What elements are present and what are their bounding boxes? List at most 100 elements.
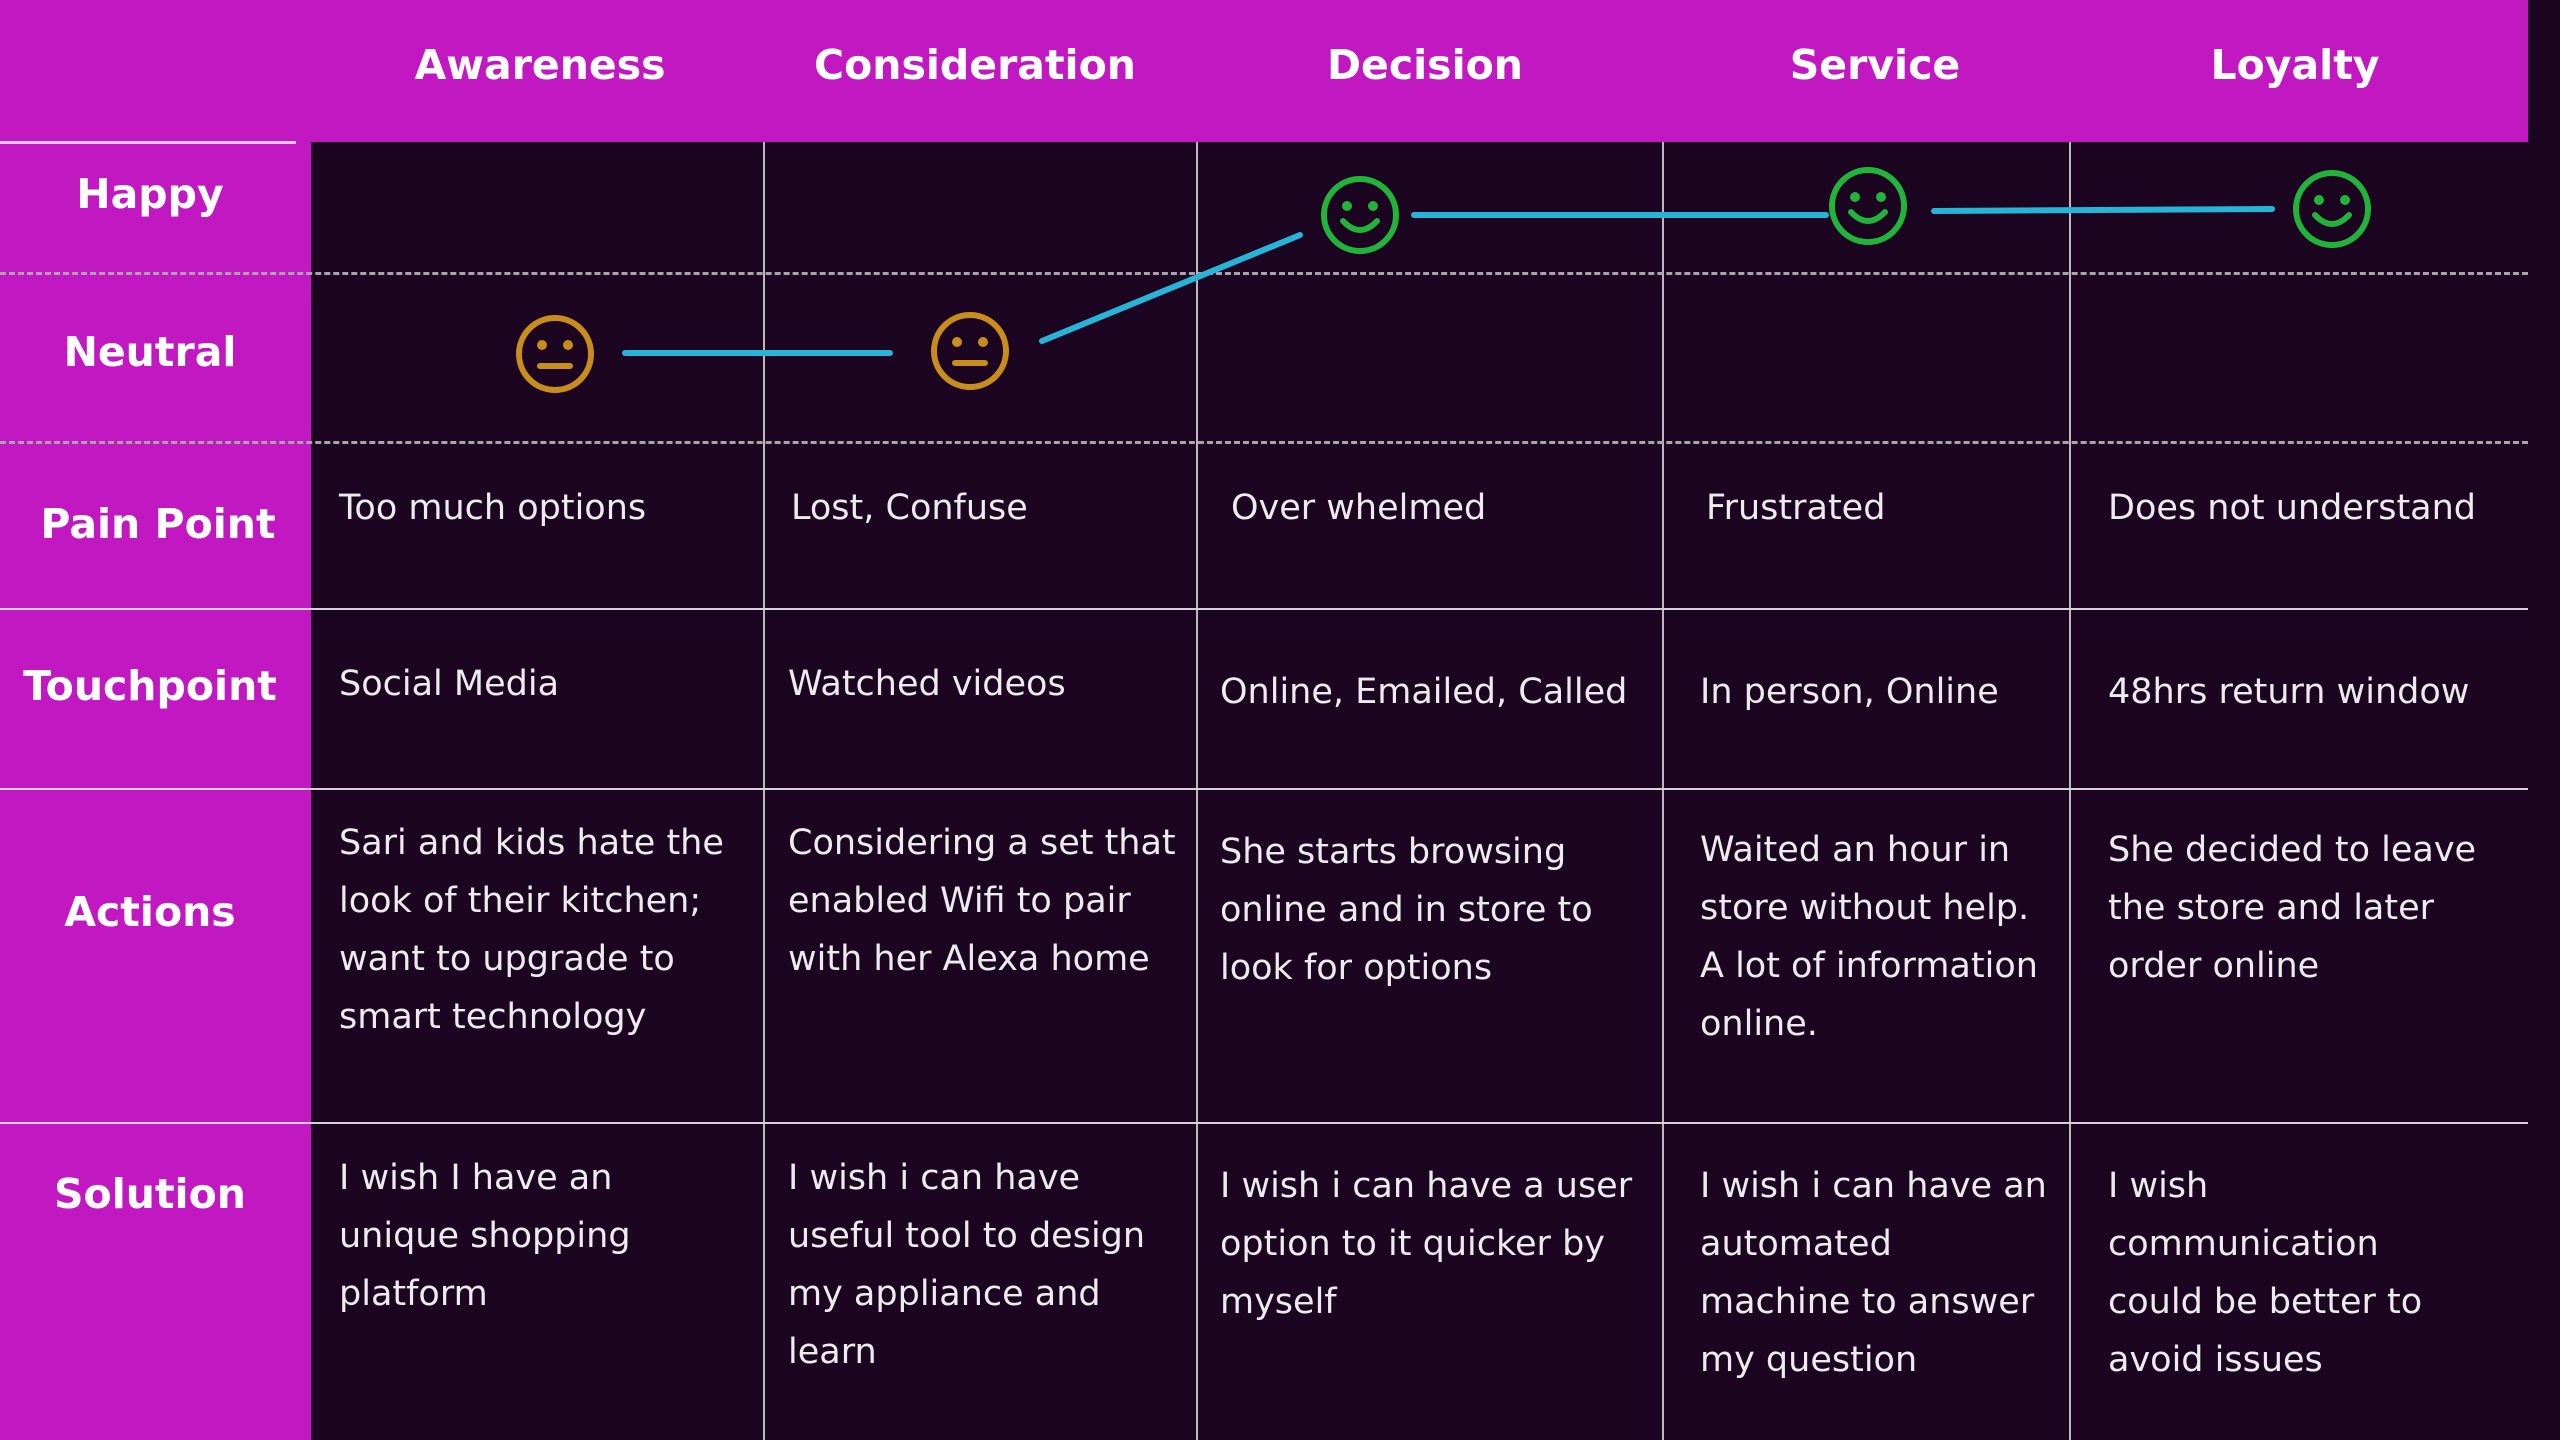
text-line: automated [1700, 1224, 1892, 1264]
stage-header-decision: Decision [1326, 41, 1523, 89]
text-line: Considering a set that [788, 823, 1176, 863]
row-label-neutral: Neutral [63, 328, 237, 376]
text-line: my question [1700, 1340, 1918, 1380]
face-eye [2340, 195, 2350, 205]
action-decision: She starts browsing online and in store … [1220, 823, 1593, 997]
face-eye [978, 337, 988, 347]
text-line: I wish I have an [339, 1158, 613, 1198]
row-label-solution: Solution [54, 1170, 246, 1218]
text-line: order online [2108, 946, 2320, 986]
text-line: online. [1700, 1004, 1818, 1044]
text-line: store without help. [1700, 888, 2030, 928]
text-line: enabled Wifi to pair [788, 881, 1131, 921]
touchpoint-loyalty: 48hrs return window [2108, 672, 2470, 712]
touchpoint-consideration: Watched videos [788, 664, 1066, 704]
text-line: I wish [2108, 1166, 2209, 1206]
emotion-line-segments [622, 206, 2275, 356]
solution-loyalty: I wish communication could be better to … [2108, 1157, 2422, 1389]
row-label-pain-point: Pain Point [40, 500, 276, 548]
text-line: A lot of information [1700, 946, 2038, 986]
text-line: Sari and kids hate the [339, 823, 724, 863]
stage-header-awareness: Awareness [414, 41, 666, 89]
face-mouth [1340, 218, 1380, 233]
touchpoint-decision: Online, Emailed, Called [1220, 672, 1628, 712]
pain-point-awareness: Too much options [339, 488, 647, 528]
solution-decision: I wish i can have a user option to it qu… [1220, 1157, 1632, 1331]
face-eye [1850, 192, 1860, 202]
stage-header-loyalty: Loyalty [2210, 41, 2380, 89]
text-line: unique shopping [339, 1216, 631, 1256]
column-divider [763, 142, 765, 1440]
row-divider [0, 1122, 2528, 1124]
neutral-face-icon [931, 312, 1009, 390]
face-eye [1342, 201, 1352, 211]
face-eye [537, 340, 547, 350]
text-line: Waited an hour in [1700, 830, 2011, 870]
column-divider [2069, 142, 2071, 1440]
text-line: I wish i can have a user [1220, 1166, 1633, 1206]
row-label-sidebar [0, 142, 311, 1440]
solution-consideration: I wish i can have useful tool to design … [788, 1149, 1145, 1381]
text-line: online and in store to [1220, 890, 1593, 930]
text-line: machine to answer [1700, 1282, 2035, 1322]
text-line: option to it quicker by [1220, 1224, 1605, 1264]
face-eye [2314, 195, 2324, 205]
smiley-face-icon [1829, 167, 1907, 245]
action-loyalty: She decided to leave the store and later… [2108, 821, 2476, 995]
face-eye [563, 340, 573, 350]
face-eye [1876, 192, 1886, 202]
column-divider [1662, 142, 1664, 1440]
action-awareness: Sari and kids hate the look of their kit… [339, 814, 724, 1046]
touchpoint-awareness: Social Media [339, 664, 560, 704]
action-consideration: Considering a set that enabled Wifi to p… [788, 814, 1176, 988]
text-line: myself [1220, 1282, 1337, 1322]
row-divider [0, 788, 2528, 790]
action-service: Waited an hour in store without help. A … [1700, 821, 2038, 1053]
text-line: communication [2108, 1224, 2379, 1264]
text-line: want to upgrade to [339, 939, 675, 979]
face-mouth [2312, 212, 2352, 227]
stage-header-consideration: Consideration [814, 41, 1136, 89]
row-label-happy: Happy [76, 170, 224, 218]
touchpoint-service: In person, Online [1700, 672, 1999, 712]
text-line: could be better to [2108, 1282, 2423, 1322]
text-line: learn [788, 1332, 877, 1372]
pain-point-loyalty: Does not understand [2108, 488, 2477, 528]
face-icon [931, 312, 1009, 390]
face-icon [2293, 170, 2371, 248]
text-line: smart technology [339, 997, 647, 1037]
face-icon [1321, 176, 1399, 254]
text-line: the store and later [2108, 888, 2435, 928]
right-edge [2528, 0, 2560, 1440]
face-icon [516, 315, 594, 393]
text-line: platform [339, 1274, 488, 1314]
emotion-divider-dashed [0, 272, 2528, 275]
text-line: She decided to leave [2108, 830, 2477, 870]
pain-point-consideration: Lost, Confuse [791, 488, 1028, 528]
face-eye [952, 337, 962, 347]
row-label-actions: Actions [64, 888, 236, 936]
text-line: I wish i can have an [1700, 1166, 2047, 1206]
smiley-face-icon [1321, 176, 1399, 254]
text-line: I wish i can have [788, 1158, 1081, 1198]
face-icon [1829, 167, 1907, 245]
neutral-face-icon [516, 315, 594, 393]
header-bar [0, 0, 2528, 142]
pain-point-decision: Over whelmed [1231, 488, 1487, 528]
pain-point-service: Frustrated [1706, 488, 1886, 528]
solution-service: I wish i can have an automated machine t… [1700, 1157, 2047, 1389]
sidebar-top-divider [0, 141, 296, 144]
solution-awareness: I wish I have an unique shopping platfor… [339, 1149, 631, 1323]
text-line: my appliance and [788, 1274, 1101, 1314]
text-line: look of their kitchen; [339, 881, 702, 921]
text-line: look for options [1220, 948, 1493, 988]
row-divider [0, 608, 2528, 610]
emotion-line-segment [1931, 206, 2275, 214]
emotion-line-segment [1039, 232, 1303, 344]
face-mouth [1848, 209, 1888, 224]
face-eye [1368, 201, 1378, 211]
stage-header-service: Service [1789, 41, 1961, 89]
text-line: useful tool to design [788, 1216, 1146, 1256]
